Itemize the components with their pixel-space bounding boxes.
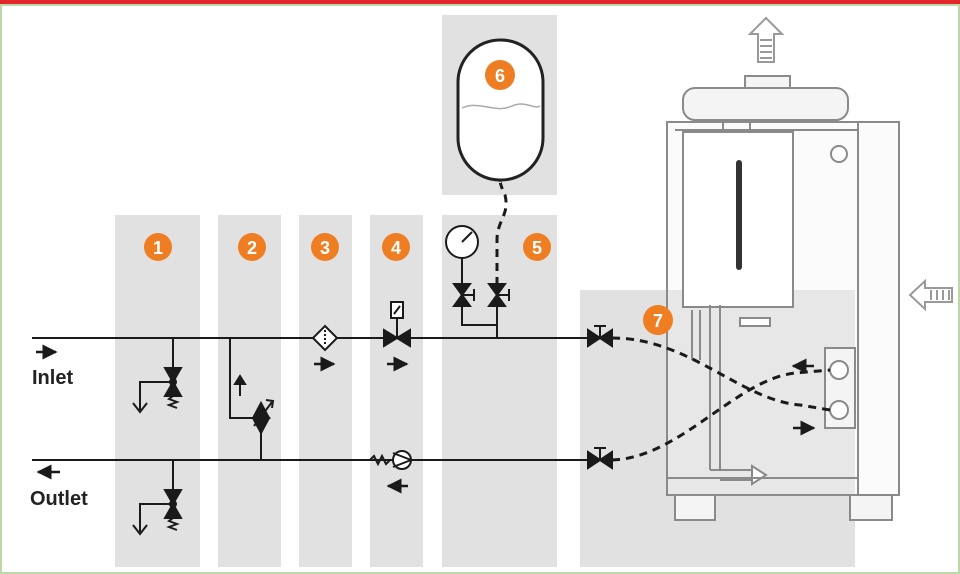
- svg-text:1: 1: [153, 238, 163, 258]
- inlet-hose: [611, 336, 831, 412]
- badge-4: 4: [382, 233, 410, 261]
- boiler-foot-left: [674, 494, 716, 521]
- expansion-tank: [456, 38, 545, 182]
- top-bar: [0, 0, 960, 5]
- badge-1: 1: [144, 233, 172, 261]
- flow-arrows: [36, 344, 816, 494]
- tank-hose: [495, 180, 508, 285]
- relief-valve: [233, 374, 275, 436]
- svg-text:7: 7: [653, 311, 663, 331]
- svg-text:2: 2: [247, 238, 257, 258]
- svg-text:6: 6: [495, 66, 505, 86]
- hoses: [495, 180, 831, 462]
- badge-2: 2: [238, 233, 266, 261]
- panel-2: [218, 215, 281, 567]
- isolation-valve-outlet: [587, 447, 613, 470]
- tank-valve: [487, 283, 510, 307]
- motorized-valve: [383, 301, 411, 348]
- svg-text:4: 4: [391, 238, 401, 258]
- outlet-label: Outlet: [30, 488, 88, 510]
- inlet-label: Inlet: [32, 367, 73, 389]
- boiler-foot-right: [849, 494, 893, 521]
- panel-3: [299, 215, 352, 567]
- panel-1: [115, 215, 200, 567]
- left-arrow-icon: [908, 278, 953, 312]
- boiler-sight-glass: [736, 160, 742, 270]
- up-arrow-icon: [747, 16, 785, 63]
- panel-4: [370, 215, 423, 567]
- drain-valve-outlet: [132, 489, 183, 536]
- boiler-indicator-light: [830, 145, 848, 163]
- badge-6: 6: [485, 60, 515, 90]
- badge-7: 7: [643, 305, 673, 335]
- pipes: [32, 258, 590, 490]
- drain-valve-inlet: [132, 367, 183, 414]
- badge-3: 3: [311, 233, 339, 261]
- boiler-inlet-port: [829, 360, 849, 380]
- badges: 1 2 3 4 5 6 7: [144, 60, 673, 335]
- gauge-icon: [445, 225, 479, 259]
- panel-5: [442, 215, 557, 567]
- frame-border: [0, 4, 960, 574]
- svg-text:5: 5: [532, 238, 542, 258]
- isolation-valve-inlet: [587, 325, 613, 348]
- strainer-icon: [311, 324, 339, 352]
- gauge-valve: [452, 283, 475, 307]
- boiler-unit: [666, 75, 900, 521]
- boiler-top-cap: [682, 87, 849, 121]
- boiler-outlet-port: [829, 400, 849, 420]
- svg-text:3: 3: [320, 238, 330, 258]
- badge-5: 5: [523, 233, 551, 261]
- check-valve-icon: [369, 450, 414, 470]
